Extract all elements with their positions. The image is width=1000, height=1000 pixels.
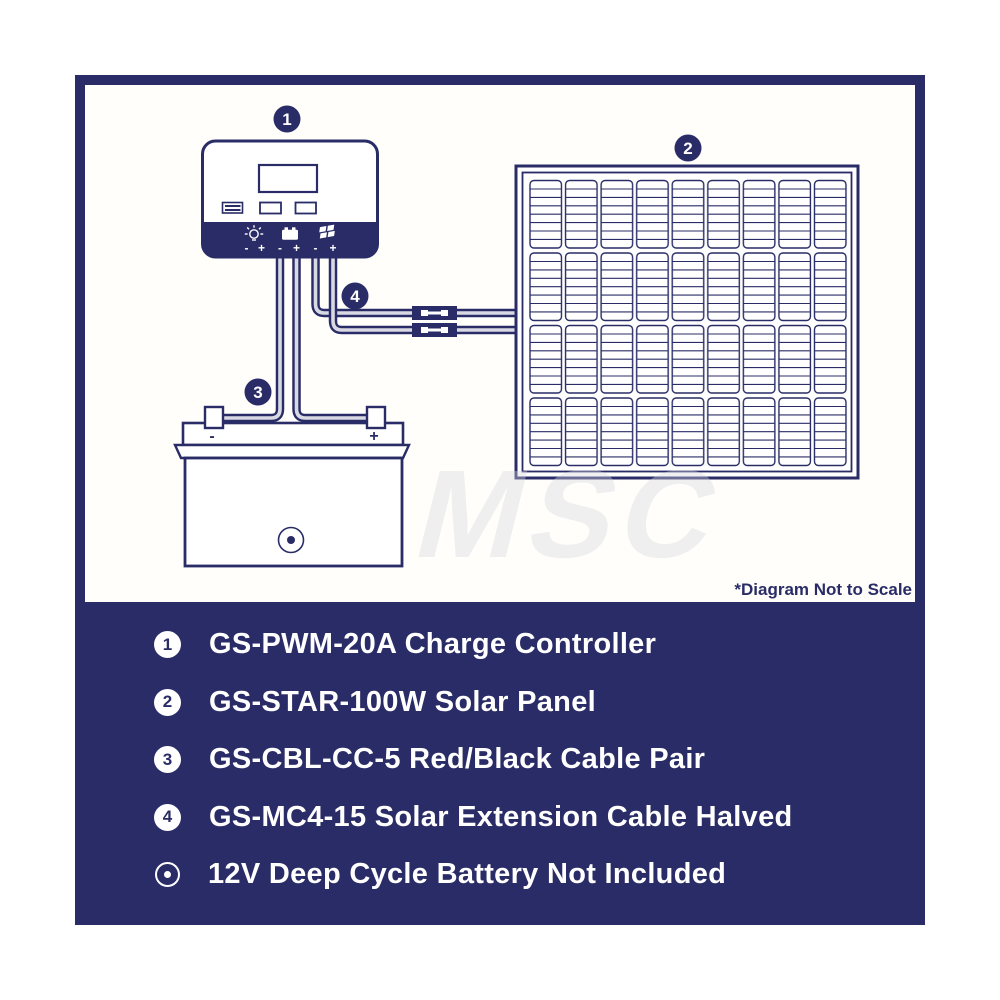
legend-item-battery-note: 12V Deep Cycle Battery Not Included bbox=[85, 846, 915, 904]
legend-label: GS-CBL-CC-5 Red/Black Cable Pair bbox=[209, 743, 706, 776]
legend: 1 GS-PWM-20A Charge Controller 2 GS-STAR… bbox=[85, 602, 915, 915]
battery-cables bbox=[215, 253, 375, 423]
msc-watermark: MSC bbox=[403, 444, 740, 584]
battery-marker-icon bbox=[155, 862, 180, 888]
callout-1: 1 bbox=[273, 105, 301, 133]
mc4-connector-bottom bbox=[412, 323, 457, 337]
wiring-diagram: - + - + - + bbox=[85, 85, 915, 602]
legend-item-controller: 1 GS-PWM-20A Charge Controller bbox=[85, 616, 915, 674]
legend-label: GS-MC4-15 Solar Extension Cable Halved bbox=[209, 800, 793, 833]
mc4-connector-top bbox=[412, 306, 457, 320]
battery-terminal-negative bbox=[203, 405, 225, 430]
legend-bullet-2: 2 bbox=[154, 688, 181, 716]
battery-body bbox=[183, 456, 404, 568]
controller-button-right bbox=[294, 201, 317, 215]
battery-terminal-positive bbox=[365, 405, 387, 430]
legend-label: 12V Deep Cycle Battery Not Included bbox=[208, 858, 727, 891]
terminal-signs: - + - + - + bbox=[245, 241, 337, 255]
solar-panel-icon bbox=[319, 224, 335, 239]
panel-inner-frame bbox=[521, 171, 853, 473]
panel-cell-grid bbox=[528, 178, 848, 468]
legend-label: GS-STAR-100W Solar Panel bbox=[209, 685, 596, 718]
battery: - + bbox=[173, 405, 411, 568]
callouts: 1 2 3 4 bbox=[244, 105, 702, 406]
not-to-scale-note: *Diagram Not to Scale bbox=[734, 580, 912, 599]
svg-text:-: - bbox=[314, 241, 318, 255]
battery-flange bbox=[173, 443, 411, 460]
svg-text:+: + bbox=[258, 241, 265, 255]
load-bulb-icon bbox=[244, 225, 264, 241]
battery-marker-icon bbox=[277, 526, 305, 554]
legend-item-extension-cable: 4 GS-MC4-15 Solar Extension Cable Halved bbox=[85, 789, 915, 847]
diagram-svg: - + - + - + bbox=[173, 105, 912, 599]
controller-display bbox=[257, 163, 319, 194]
solar-panel bbox=[514, 164, 860, 480]
svg-text:4: 4 bbox=[350, 287, 360, 306]
mc4-connectors bbox=[412, 306, 457, 337]
svg-text:-: - bbox=[245, 241, 249, 255]
controller-button-left bbox=[259, 201, 282, 215]
svg-text:3: 3 bbox=[253, 383, 262, 402]
svg-text:+: + bbox=[329, 241, 336, 255]
svg-text:-: - bbox=[278, 241, 282, 255]
legend-bullet-4: 4 bbox=[154, 803, 181, 831]
legend-bullet-1: 1 bbox=[154, 631, 181, 659]
svg-text:+: + bbox=[293, 241, 300, 255]
legend-label: GS-PWM-20A Charge Controller bbox=[209, 628, 657, 661]
svg-text:+: + bbox=[369, 428, 378, 445]
legend-bullet-3: 3 bbox=[154, 746, 181, 774]
legend-item-panel: 2 GS-STAR-100W Solar Panel bbox=[85, 674, 915, 732]
controller-port bbox=[221, 201, 244, 214]
legend-item-cable-pair: 3 GS-CBL-CC-5 Red/Black Cable Pair bbox=[85, 731, 915, 789]
callout-4: 4 bbox=[341, 282, 369, 310]
diagram-card: - + - + - + bbox=[75, 75, 925, 925]
svg-text:2: 2 bbox=[683, 139, 692, 158]
svg-text:-: - bbox=[209, 428, 214, 445]
charge-controller: - + - + - + bbox=[201, 139, 379, 259]
callout-2: 2 bbox=[674, 134, 702, 162]
battery-signs: - + bbox=[209, 428, 378, 445]
callout-3: 3 bbox=[244, 378, 272, 406]
svg-text:1: 1 bbox=[282, 110, 291, 129]
battery-icon bbox=[282, 227, 298, 240]
solar-extension-cables bbox=[311, 253, 522, 335]
